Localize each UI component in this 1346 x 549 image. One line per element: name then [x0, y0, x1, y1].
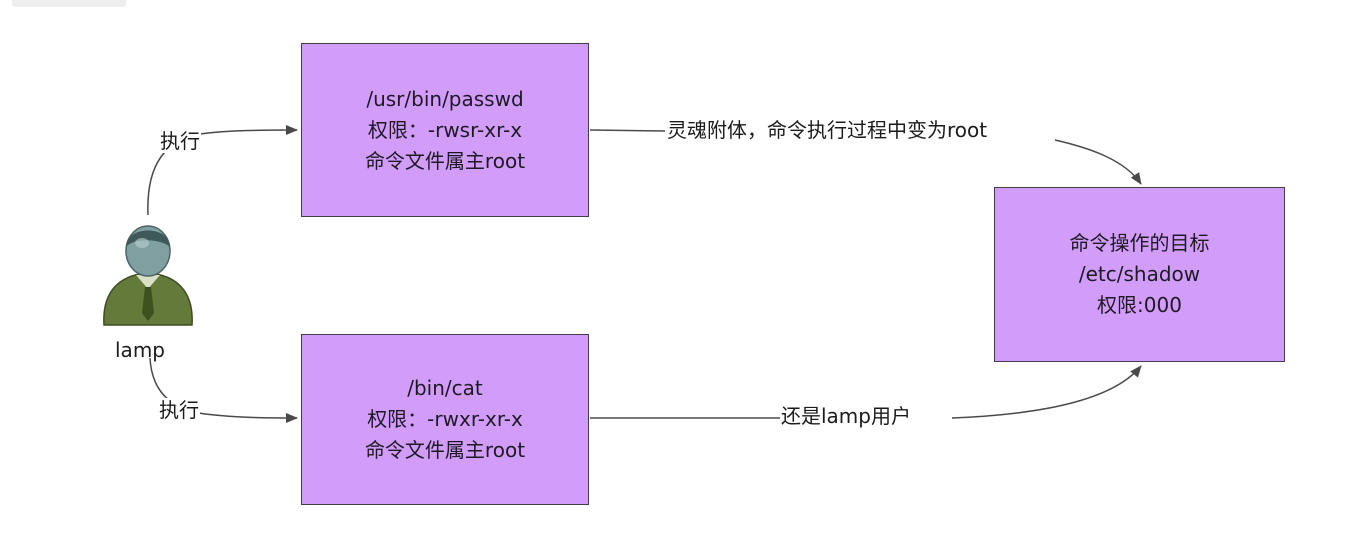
passwd-command-box: /usr/bin/passwd 权限：-rwsr-xr-x 命令文件属主root: [301, 43, 589, 217]
cat-path: /bin/cat: [407, 376, 483, 400]
cat-permission: 权限：-rwxr-xr-x: [367, 407, 523, 431]
passwd-permission: 权限：-rwsr-xr-x: [367, 117, 523, 142]
setuid-root-label: 灵魂附体，命令执行过程中变为root: [666, 118, 989, 142]
cat-owner: 命令文件属主root: [364, 438, 526, 462]
passwd-path: /usr/bin/passwd: [366, 86, 524, 111]
still-lamp-user-label: 还是lamp用户: [780, 404, 912, 428]
corner-tab: [12, 0, 126, 7]
target-path: /etc/shadow: [1078, 262, 1201, 286]
user-icon: [103, 225, 193, 326]
target-file-box: 命令操作的目标 /etc/shadow 权限:000: [994, 187, 1285, 362]
arrow-passwd-to-target: [589, 129, 1141, 184]
cat-command-box: /bin/cat 权限：-rwxr-xr-x 命令文件属主root: [301, 334, 589, 505]
exec-label-top: 执行: [159, 129, 201, 153]
arrow-cat-to-target: [590, 366, 1141, 419]
arrow-exec-bottom: [149, 357, 298, 423]
passwd-owner: 命令文件属主root: [364, 148, 526, 173]
target-permission: 权限:000: [1097, 293, 1182, 317]
exec-label-bottom: 执行: [158, 398, 200, 422]
user-name: lamp: [115, 338, 165, 362]
target-title: 命令操作的目标: [1069, 231, 1210, 255]
